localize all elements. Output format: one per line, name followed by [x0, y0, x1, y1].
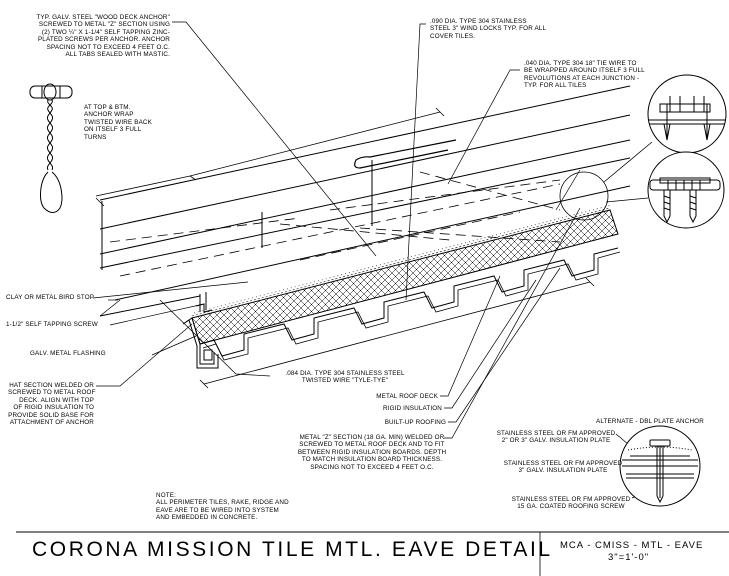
note-anchor-wrap: AT TOP & BTM. ANCHOR WRAP TWISTED WIRE B…	[84, 104, 152, 141]
detail-callout-leader-top	[604, 142, 652, 182]
gravel-roofing	[192, 205, 612, 316]
detail-circle-top	[646, 75, 729, 153]
note-plate-3in: STAINLESS STEEL OR FM APPROVED 3" GALV. …	[503, 460, 623, 475]
note-twisted-wire: .084 DIA. TYPE 304 STAINLESS STEEL TWIST…	[285, 370, 405, 385]
metal-roof-deck-lower	[203, 252, 620, 360]
note-rigid-insulation: RIGID INSULATION	[383, 405, 442, 412]
wind-lock-clip	[355, 140, 456, 168]
tile-course-upper	[100, 86, 630, 270]
metal-roof-deck	[200, 248, 618, 356]
note-z-section: METAL "Z" SECTION (18 GA. MIN) WELDED OR…	[297, 434, 447, 471]
note-bird-stop: CLAY OR METAL BIRD STOP	[6, 294, 95, 301]
detail-callout-leader-bottom	[606, 198, 648, 202]
drawing-code: MCA - CMISS - MTL - EAVE	[560, 540, 704, 551]
eave-flashing	[183, 318, 218, 368]
detail-circle-bottom	[648, 152, 724, 228]
note-wind-locks: .090 DIA. TYPE 304 STAINLESS STEEL 3" WI…	[430, 18, 547, 40]
anchor-wire-icon	[30, 83, 72, 213]
general-note: NOTE: ALL PERIMETER TILES, RAKE, RIDGE A…	[156, 492, 289, 522]
note-tie-wire: .040 DIA. TYPE 304 18" TIE WIRE TO BE WR…	[524, 60, 645, 90]
note-built-up-roofing: BUILT-UP ROOFING	[384, 419, 446, 426]
note-metal-roof-deck: METAL ROOF DECK	[376, 393, 438, 400]
note-flashing: GALV. METAL FLASHING	[30, 350, 106, 357]
tie-wire-leader	[556, 170, 580, 210]
note-roofing-screw: STAINLESS STEEL OR FM APPROVED 15 GA. CO…	[511, 496, 631, 511]
note-wood-deck-anchor: TYP. GALV. STEEL "WOOD DECK ANCHOR" SCRE…	[36, 14, 170, 59]
tile-course-lower	[100, 158, 630, 316]
note-hat-section: HAT SECTION WELDED OR SCREWED TO METAL R…	[8, 382, 96, 427]
drawing-scale: 3"=1'-0"	[608, 552, 650, 563]
alternate-anchor-detail	[620, 426, 700, 506]
note-plate-2in: STAINLESS STEEL OR FM APPROVED 2" OR 3" …	[496, 430, 616, 445]
dimension-line	[96, 108, 594, 388]
leader-lines	[93, 22, 654, 498]
note-alternate-anchor: ALTERNATE - DBL PLATE ANCHOR	[596, 418, 704, 425]
note-self-tapping-screw: 1-1/2" SELF TAPPING SCREW	[6, 321, 98, 328]
detail-callout-circle	[560, 172, 608, 220]
drawing-title: CORONA MISSION TILE MTL. EAVE DETAIL	[32, 538, 553, 561]
